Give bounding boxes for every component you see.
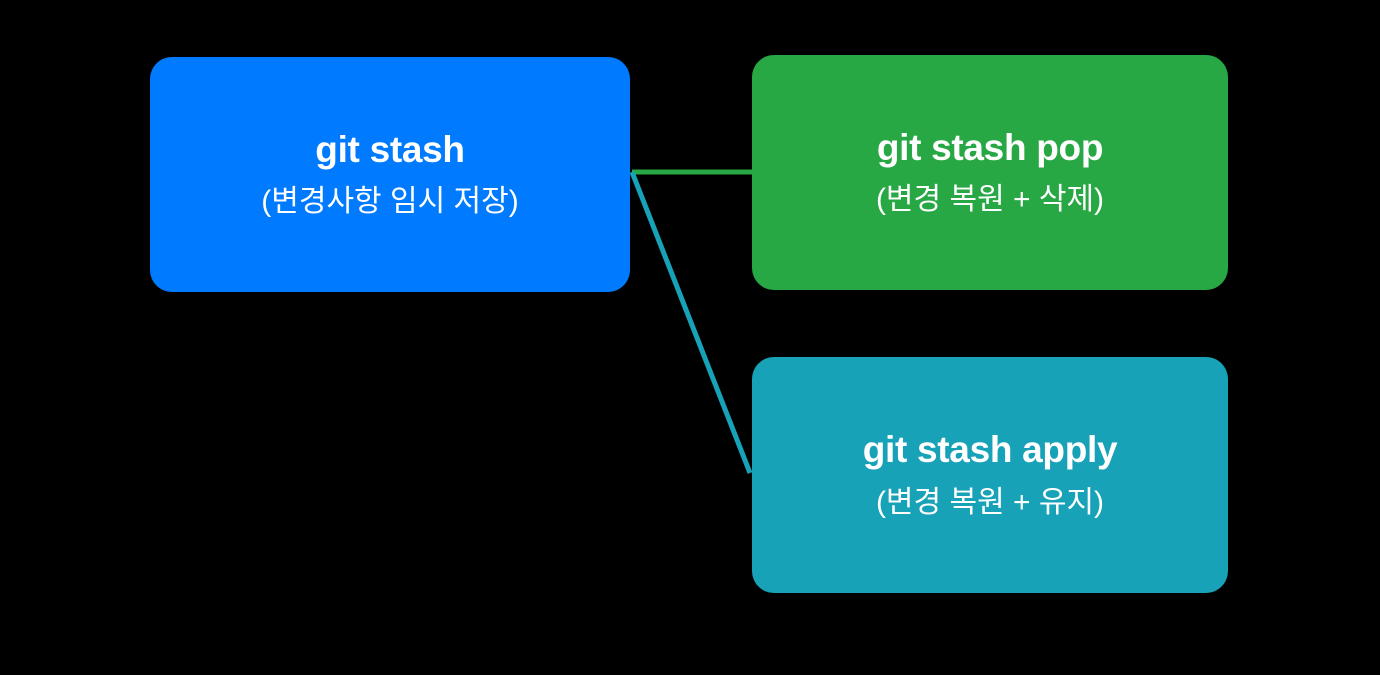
node-git-stash-title: git stash bbox=[315, 128, 465, 170]
node-git-stash-pop-title: git stash pop bbox=[876, 126, 1104, 168]
node-git-stash[interactable]: git stash (변경사항 임시 저장) bbox=[150, 57, 630, 292]
node-git-stash-apply[interactable]: git stash apply (변경 복원 + 유지) bbox=[752, 357, 1228, 593]
node-git-stash-pop[interactable]: git stash pop (변경 복원 + 삭제) bbox=[752, 55, 1228, 290]
node-git-stash-subtitle: (변경사항 임시 저장) bbox=[261, 185, 519, 219]
node-git-stash-apply-title: git stash apply bbox=[862, 429, 1118, 471]
node-git-stash-apply-subtitle: (변경 복원 + 유지) bbox=[875, 485, 1105, 519]
node-git-stash-pop-subtitle: (변경 복원 + 삭제) bbox=[875, 183, 1105, 217]
connector-stash-to-apply bbox=[629, 171, 753, 474]
